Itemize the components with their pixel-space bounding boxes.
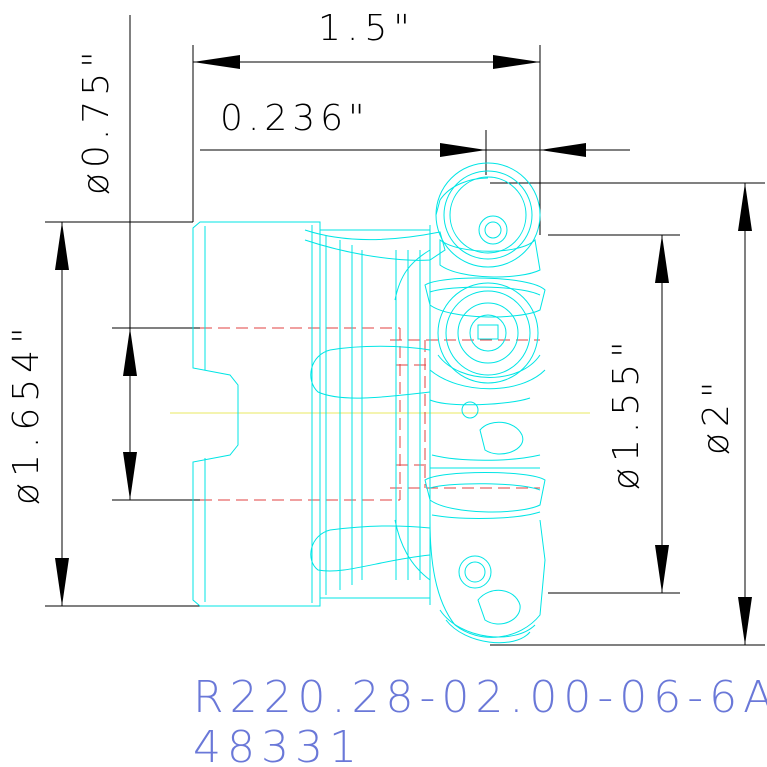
dimension-arrows — [55, 55, 752, 645]
tool-body-outline — [192, 162, 546, 644]
part-id-label: 48331 — [193, 722, 363, 767]
shank-diameter-label: ø0.75" — [76, 46, 117, 195]
inner-diameter-label: ø1.55" — [606, 335, 647, 490]
part-code-label: R220.28-02.00-06-6A — [193, 672, 767, 723]
body-diameter-label: ø1.654" — [6, 321, 47, 505]
cutting-diameter-label: ø2" — [696, 376, 737, 456]
length-dimension-label: 1.5" — [318, 8, 416, 49]
offset-dimension-label: 0.236" — [220, 98, 370, 139]
hidden-lines — [200, 327, 540, 501]
dimension-lines — [45, 15, 765, 646]
